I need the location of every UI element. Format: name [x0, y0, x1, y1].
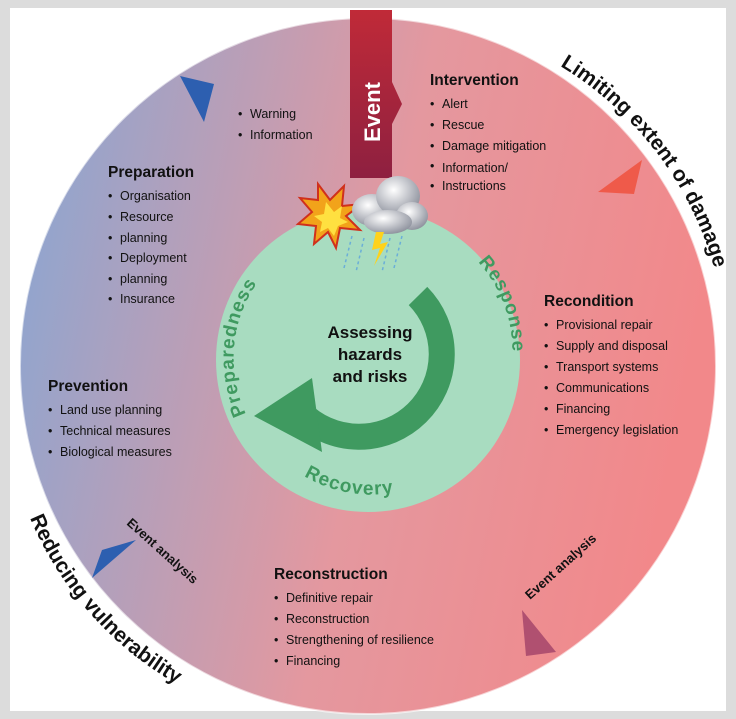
marker-red-right — [598, 160, 642, 194]
prevention-block: Prevention Land use planning Technical m… — [48, 378, 172, 463]
list-item: Transport systems — [544, 357, 678, 378]
list-item: Land use planning — [48, 400, 172, 421]
explosion-icon — [295, 181, 366, 252]
preparation-block: Preparation Organisation Resource planni… — [108, 164, 194, 310]
reconstruction-title: Reconstruction — [274, 566, 388, 583]
cycle-arrow — [254, 286, 455, 452]
marker-mauve-bottom — [522, 610, 556, 656]
list-item: Provisional repair — [544, 315, 678, 336]
center-title: Assessing hazards and risks — [327, 323, 413, 386]
preparation-title: Preparation — [108, 164, 195, 181]
prevention-title: Prevention — [48, 378, 129, 395]
intervention-title: Intervention — [430, 72, 519, 89]
list-item: Supply and disposal — [544, 336, 678, 357]
reconstruction-block: Reconstruction Definitive repair Reconst… — [274, 566, 434, 672]
list-item: Information — [238, 125, 313, 146]
list-item: Strengthening of resilience — [274, 630, 434, 651]
list-item: Insurance — [108, 289, 194, 310]
list-item: Warning — [238, 104, 313, 125]
list-item: Rescue — [430, 115, 546, 136]
list-item: Deployment — [108, 248, 194, 269]
list-item: Technical measures — [48, 421, 172, 442]
recondition-block: Recondition Provisional repair Supply an… — [544, 293, 678, 441]
intervention-block: Intervention Alert Rescue Damage mitigat… — [430, 72, 546, 195]
event-label: Event — [360, 81, 385, 142]
marker-blue-top — [180, 76, 214, 122]
list-item: Financing — [544, 399, 678, 420]
storm-cloud-icon — [343, 176, 428, 273]
warning-list: Warning Information — [238, 104, 313, 146]
list-item: planning — [108, 228, 194, 248]
list-item: Resource — [108, 207, 194, 228]
list-item: Information/ — [430, 157, 546, 177]
list-item: Damage mitigation — [430, 136, 546, 157]
recondition-title: Recondition — [544, 293, 634, 310]
marker-blue-left — [92, 540, 136, 578]
list-item: Financing — [274, 651, 434, 672]
event-arrow: Event — [350, 10, 402, 178]
list-item: Communications — [544, 378, 678, 399]
list-item: Instructions — [430, 177, 546, 195]
list-item: planning — [108, 269, 194, 289]
list-item: Biological measures — [48, 442, 172, 463]
list-item: Emergency legislation — [544, 420, 678, 441]
list-item: Alert — [430, 94, 546, 115]
list-item: Organisation — [108, 186, 194, 207]
list-item: Definitive repair — [274, 588, 434, 609]
list-item: Reconstruction — [274, 609, 434, 630]
